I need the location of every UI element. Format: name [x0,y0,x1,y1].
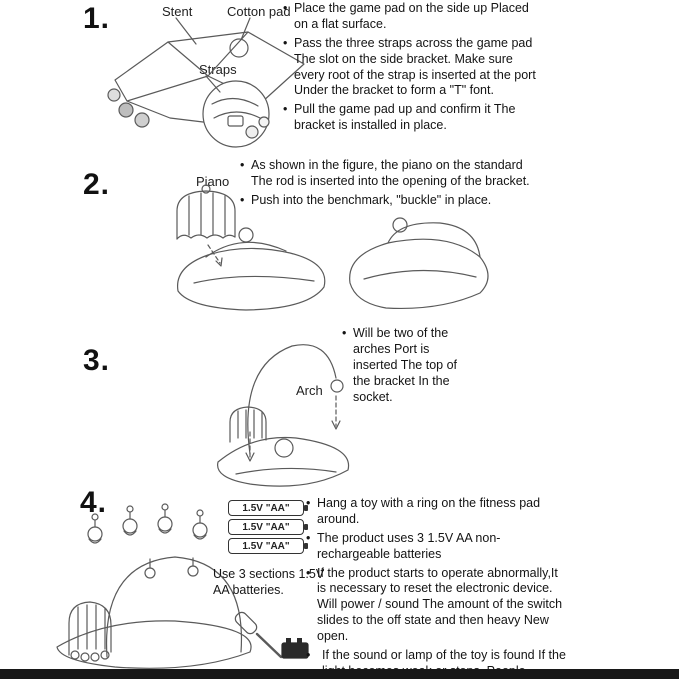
step-4-number: 4. [80,486,108,519]
step1-bullet: Place the game pad on the side up Placed… [283,1,545,33]
step-1-number: 1. [83,2,111,35]
label-cotton-pad: Cotton pad [227,4,291,19]
battery-caption: Use 3 sections 1.5V AA batteries. [213,567,325,598]
step-4-instructions: Hang a toy with a ring on the fitness pa… [306,496,568,679]
step3-bullet: Will be two of the arches Port is insert… [342,326,460,405]
step-1-instructions: Place the game pad on the side up Placed… [283,1,545,137]
step1-bullet: Pull the game pad up and confirm it The … [283,102,545,134]
label-straps: Straps [199,62,237,77]
step4-bullet: If the product starts to operate abnorma… [306,566,568,645]
step-1-illustration-playmat [107,17,305,148]
step1-bullet: Pass the three straps across the game pa… [283,36,545,100]
step-3-number: 3. [83,344,111,377]
step-3-illustration-arch-insert [217,344,350,487]
label-arch: Arch [296,383,323,398]
step-2-instructions: As shown in the figure, the piano on the… [240,158,542,212]
step-3-instructions: Will be two of the arches Port is insert… [342,326,460,408]
step4-bullet: Hang a toy with a ring on the fitness pa… [306,496,568,528]
bottom-divider-bar [0,669,679,679]
step-2-illustration-piano-insert [176,184,489,311]
step2-bullet: As shown in the figure, the piano on the… [240,158,542,190]
step-2-number: 2. [83,168,111,201]
battery-cell-2: 1.5V "AA" [228,519,308,535]
label-stent: Stent [162,4,193,19]
step2-bullet: Push into the benchmark, "buckle" in pla… [240,193,542,209]
battery-cell-3: 1.5V "AA" [228,538,308,554]
battery-cell-1: 1.5V "AA" [228,500,308,516]
step4-bullet: The product uses 3 1.5V AA non-rechargea… [306,531,568,563]
